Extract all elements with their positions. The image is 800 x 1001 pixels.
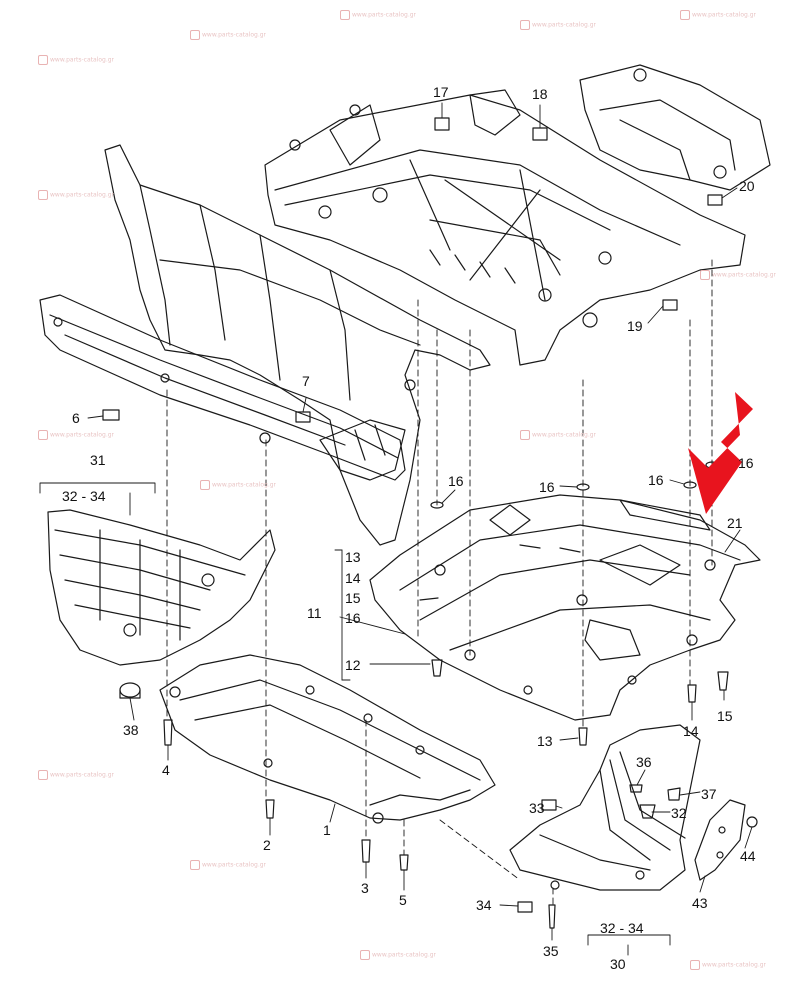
callout-11: 11 <box>307 605 322 621</box>
callout-6: 6 <box>72 410 80 426</box>
callout-14: 14 <box>683 723 699 739</box>
fasteners-drawing <box>102 117 729 929</box>
callout-43: 43 <box>692 895 708 911</box>
watermark: www.parts-catalog.gr <box>520 430 596 440</box>
undertray-drawing <box>369 494 761 721</box>
callout-32-34: 32 - 34 <box>62 488 106 504</box>
callout-16: 16 <box>648 472 664 488</box>
watermark: www.parts-catalog.gr <box>690 960 766 970</box>
callout-44: 44 <box>740 848 756 864</box>
callout-36: 36 <box>636 754 652 770</box>
callout-21: 21 <box>727 515 743 531</box>
callout-14: 14 <box>345 570 361 586</box>
watermark: www.parts-catalog.gr <box>680 10 756 20</box>
lower-cover-drawing <box>47 509 276 699</box>
callout-16: 16 <box>738 455 754 471</box>
dashed-lines <box>166 259 713 906</box>
watermark: www.parts-catalog.gr <box>200 480 276 490</box>
callout-38: 38 <box>123 722 139 738</box>
callout-7: 7 <box>302 373 310 389</box>
red-arrow-indicator <box>688 392 753 514</box>
callout-17: 17 <box>433 84 449 100</box>
callout-16: 16 <box>539 479 555 495</box>
watermark: www.parts-catalog.gr <box>190 860 266 870</box>
watermark: www.parts-catalog.gr <box>38 190 114 200</box>
callout-3: 3 <box>361 880 369 896</box>
front-carrier-drawing <box>39 144 491 546</box>
callout-12: 12 <box>345 657 361 673</box>
leader-lines <box>39 102 753 956</box>
watermark: www.parts-catalog.gr <box>38 770 114 780</box>
watermark: www.parts-catalog.gr <box>360 950 436 960</box>
callout-2: 2 <box>263 837 271 853</box>
watermark: www.parts-catalog.gr <box>190 30 266 40</box>
callout-1: 1 <box>323 822 331 838</box>
callout-4: 4 <box>162 762 170 778</box>
watermark: www.parts-catalog.gr <box>38 55 114 65</box>
watermark: www.parts-catalog.gr <box>700 270 776 280</box>
callout-16: 16 <box>448 473 464 489</box>
watermark: www.parts-catalog.gr <box>340 10 416 20</box>
callout-31: 31 <box>90 452 106 468</box>
callout-37: 37 <box>701 786 717 802</box>
callout-15: 15 <box>345 590 361 606</box>
callout-18: 18 <box>532 86 548 102</box>
callout-16: 16 <box>345 610 361 626</box>
watermark: www.parts-catalog.gr <box>520 20 596 30</box>
callout-13: 13 <box>537 733 553 749</box>
watermark: www.parts-catalog.gr <box>38 430 114 440</box>
center-panel-drawing <box>159 654 496 824</box>
callout-15: 15 <box>717 708 733 724</box>
callout-20: 20 <box>739 178 755 194</box>
callout-32: 32 <box>671 805 687 821</box>
subframe-drawing <box>264 64 771 366</box>
side-cover-drawing <box>509 724 701 891</box>
callout-34: 34 <box>476 897 492 913</box>
callout-33: 33 <box>529 800 545 816</box>
callout-13: 13 <box>345 549 361 565</box>
callout-35: 35 <box>543 943 559 959</box>
callout-19: 19 <box>627 318 643 334</box>
callout-32-34: 32 - 34 <box>600 920 644 936</box>
callout-30: 30 <box>610 956 626 972</box>
callout-5: 5 <box>399 892 407 908</box>
